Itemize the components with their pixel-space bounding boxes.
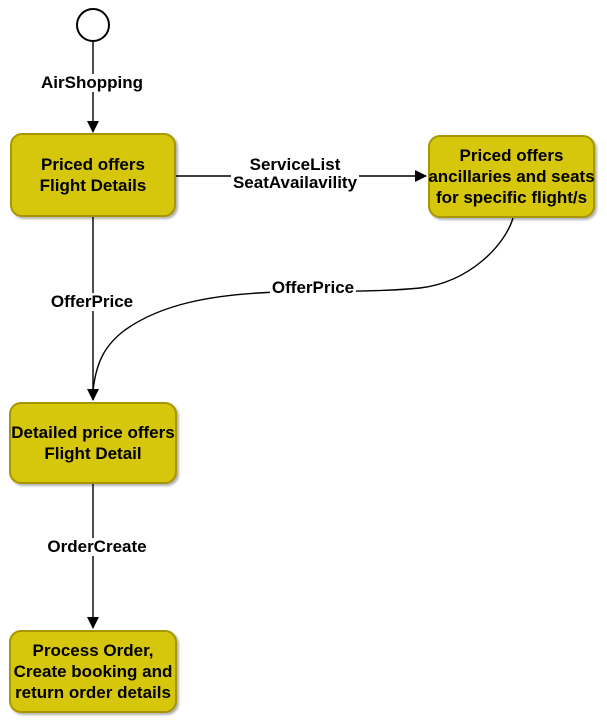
edge-label-servicelist-seatavailability: ServiceList SeatAvailavility	[230, 155, 360, 192]
node-text-line: for specific flight/s	[435, 188, 588, 207]
node-text-line: Flight Detail	[44, 444, 142, 463]
edge-label-offerprice-alt: OfferPrice	[269, 278, 357, 297]
node-process-order: Process Order, Create booking and return…	[9, 630, 177, 713]
edge-label-offerprice: OfferPrice	[48, 292, 136, 311]
edge-label-line: SeatAvailavility	[232, 173, 358, 192]
node-text-line: Flight Details	[39, 176, 147, 195]
node-text-line: Create booking and	[13, 662, 173, 681]
node-text-line: Priced offers	[41, 155, 145, 174]
node-detailed-price-offers: Detailed price offers Flight Detail	[9, 402, 177, 484]
node-text-line: Priced offers	[459, 146, 564, 165]
node-priced-offers-ancillaries: Priced offers ancillaries and seats for …	[428, 135, 595, 218]
edge-label-airshopping: AirShopping	[39, 73, 145, 92]
edge-offerprice-curve	[92, 217, 514, 392]
node-text-line: return order details	[15, 683, 171, 702]
node-text-line: Process Order,	[32, 641, 154, 660]
initial-state-icon	[76, 8, 110, 42]
node-priced-offers-flight-details: Priced offers Flight Details	[10, 133, 176, 217]
node-text-line: ancillaries and seats	[428, 167, 595, 186]
edge-label-ordercreate: OrderCreate	[45, 537, 149, 556]
edge-label-line: ServiceList	[249, 155, 341, 174]
node-text-line: Detailed price offers	[11, 423, 175, 442]
